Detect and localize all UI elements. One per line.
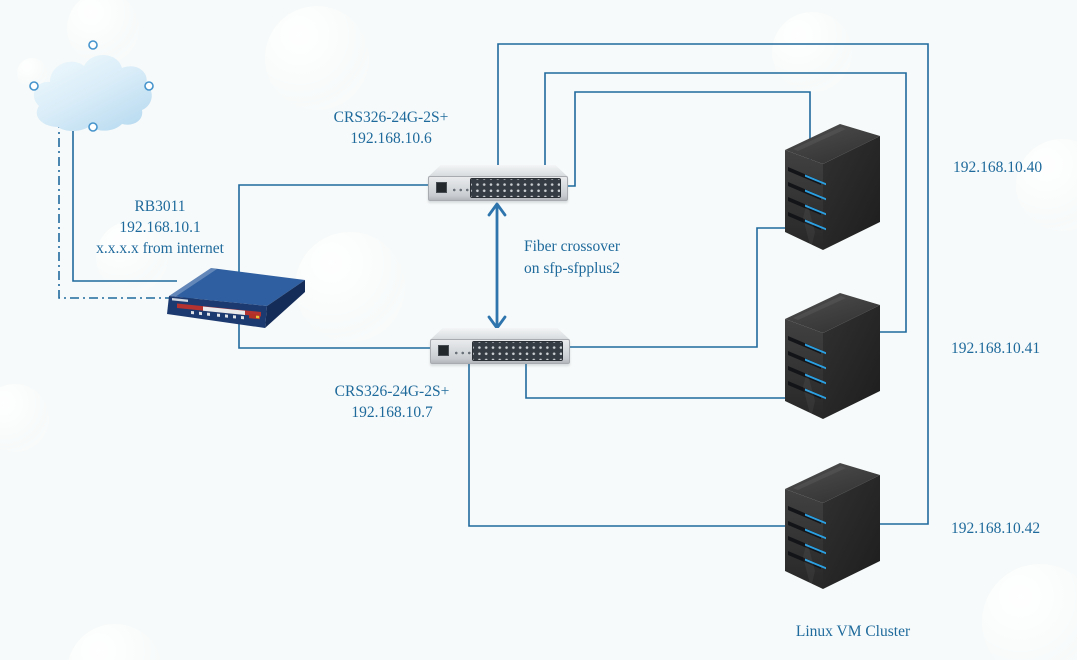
- switch6-server42-link[interactable]: [497, 43, 929, 525]
- router-wan-note: x.x.x.x from internet: [96, 240, 224, 257]
- server2-ip-label: 192.168.10.41: [951, 340, 1041, 357]
- router-model: RB3011: [134, 198, 186, 215]
- cloud-icon: [33, 54, 152, 132]
- switch-bottom-ip: 192.168.10.7: [351, 404, 433, 421]
- fiber-crossover-arrow[interactable]: [487, 202, 507, 330]
- router-switches-link[interactable]: [238, 184, 433, 349]
- background-bubble: [265, 6, 369, 110]
- router-side-face: [265, 280, 305, 328]
- switch-led-dots: [451, 188, 471, 192]
- switch7-server41-link[interactable]: [525, 360, 786, 399]
- switch-front-face: [430, 339, 570, 364]
- switch-front-face: [428, 176, 568, 201]
- switch6-server41-link[interactable]: [544, 72, 907, 333]
- cluster-label: Linux VM Cluster: [795, 623, 911, 640]
- router-ip: 192.168.10.1: [119, 219, 201, 236]
- background-bubble: [772, 12, 852, 92]
- switch-top-label: CRS326-24G-2S+ 192.168.10.6: [305, 107, 477, 149]
- switch-top-face: [428, 165, 568, 177]
- selection-handle-bottom[interactable]: [88, 122, 98, 132]
- fiber-label-line2: on sfp-sfpplus2: [524, 260, 621, 277]
- switch-bottom-label: CRS326-24G-2S+ 192.168.10.7: [306, 381, 478, 423]
- switch-top-model: CRS326-24G-2S+: [333, 109, 449, 126]
- background-bubble: [295, 232, 405, 342]
- server-tower-icon: [785, 293, 880, 419]
- selection-handle-left[interactable]: [29, 81, 39, 91]
- switch-port-grid: [472, 341, 564, 361]
- router-node[interactable]: [165, 262, 310, 330]
- connector-lines: [58, 43, 929, 527]
- fiber-label-line1: Fiber crossover: [524, 238, 620, 255]
- switch-console-port: [436, 182, 447, 193]
- server-node-3[interactable]: [783, 459, 883, 591]
- switch-top-ip: 192.168.10.6: [350, 130, 432, 147]
- router-brand-mark: [172, 298, 188, 302]
- fiber-crossover-label: Fiber crossover on sfp-sfpplus2: [524, 236, 620, 280]
- background-bubble: [67, 0, 139, 64]
- switch-port-grid: [470, 178, 562, 198]
- internet-dashdot-link[interactable]: [58, 100, 196, 299]
- cloud-router-link[interactable]: [72, 96, 177, 282]
- router-top-face: [169, 268, 305, 306]
- switch-top-face: [430, 328, 570, 340]
- switch-bottom-model: CRS326-24G-2S+: [334, 383, 450, 400]
- switch6-server40-link[interactable]: [563, 91, 811, 187]
- server-tower-icon: [785, 463, 880, 589]
- switch-led-dots: [453, 351, 473, 355]
- server-node-1[interactable]: [783, 120, 883, 252]
- switch7-server40-link[interactable]: [566, 227, 786, 348]
- switch7-server42-link[interactable]: [468, 360, 786, 527]
- router-label: RB3011 192.168.10.1 x.x.x.x from interne…: [70, 196, 250, 259]
- selection-handle-right[interactable]: [144, 81, 154, 91]
- switch-node-bottom[interactable]: [430, 328, 570, 365]
- switch-console-port: [438, 345, 449, 356]
- switch-node-top[interactable]: [428, 165, 568, 202]
- router-ports: [191, 311, 244, 320]
- server-tower-icon: [785, 124, 880, 250]
- server3-ip-label: 192.168.10.42: [951, 520, 1041, 537]
- server-node-2[interactable]: [783, 289, 883, 421]
- internet-cloud-node[interactable]: [24, 40, 160, 136]
- selection-handle-top[interactable]: [88, 40, 98, 50]
- server1-ip-label: 192.168.10.40: [953, 159, 1043, 176]
